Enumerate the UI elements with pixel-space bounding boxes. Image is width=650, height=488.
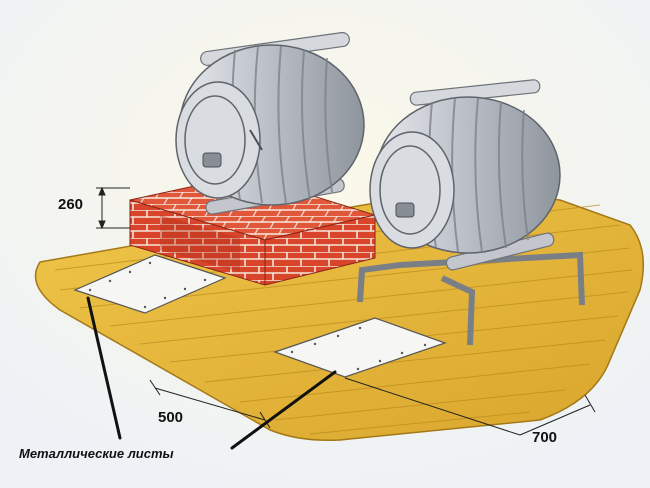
- dimension-line-700: [344, 377, 596, 436]
- metal-sheets-caption: Металлические листы: [19, 446, 174, 461]
- dimension-label-700: 700: [532, 429, 558, 446]
- metal-sheet-left: [73, 254, 227, 314]
- caption-pointers: [86, 296, 337, 450]
- dimension-line-height: [96, 186, 130, 230]
- stove-on-legs: [357, 79, 585, 346]
- dimension-line-500: [149, 379, 271, 429]
- dimension-label-height: 260: [58, 196, 84, 213]
- dimension-label-500: 500: [158, 409, 184, 426]
- stove-on-bricks: [175, 31, 365, 215]
- metal-sheet-right: [273, 317, 447, 378]
